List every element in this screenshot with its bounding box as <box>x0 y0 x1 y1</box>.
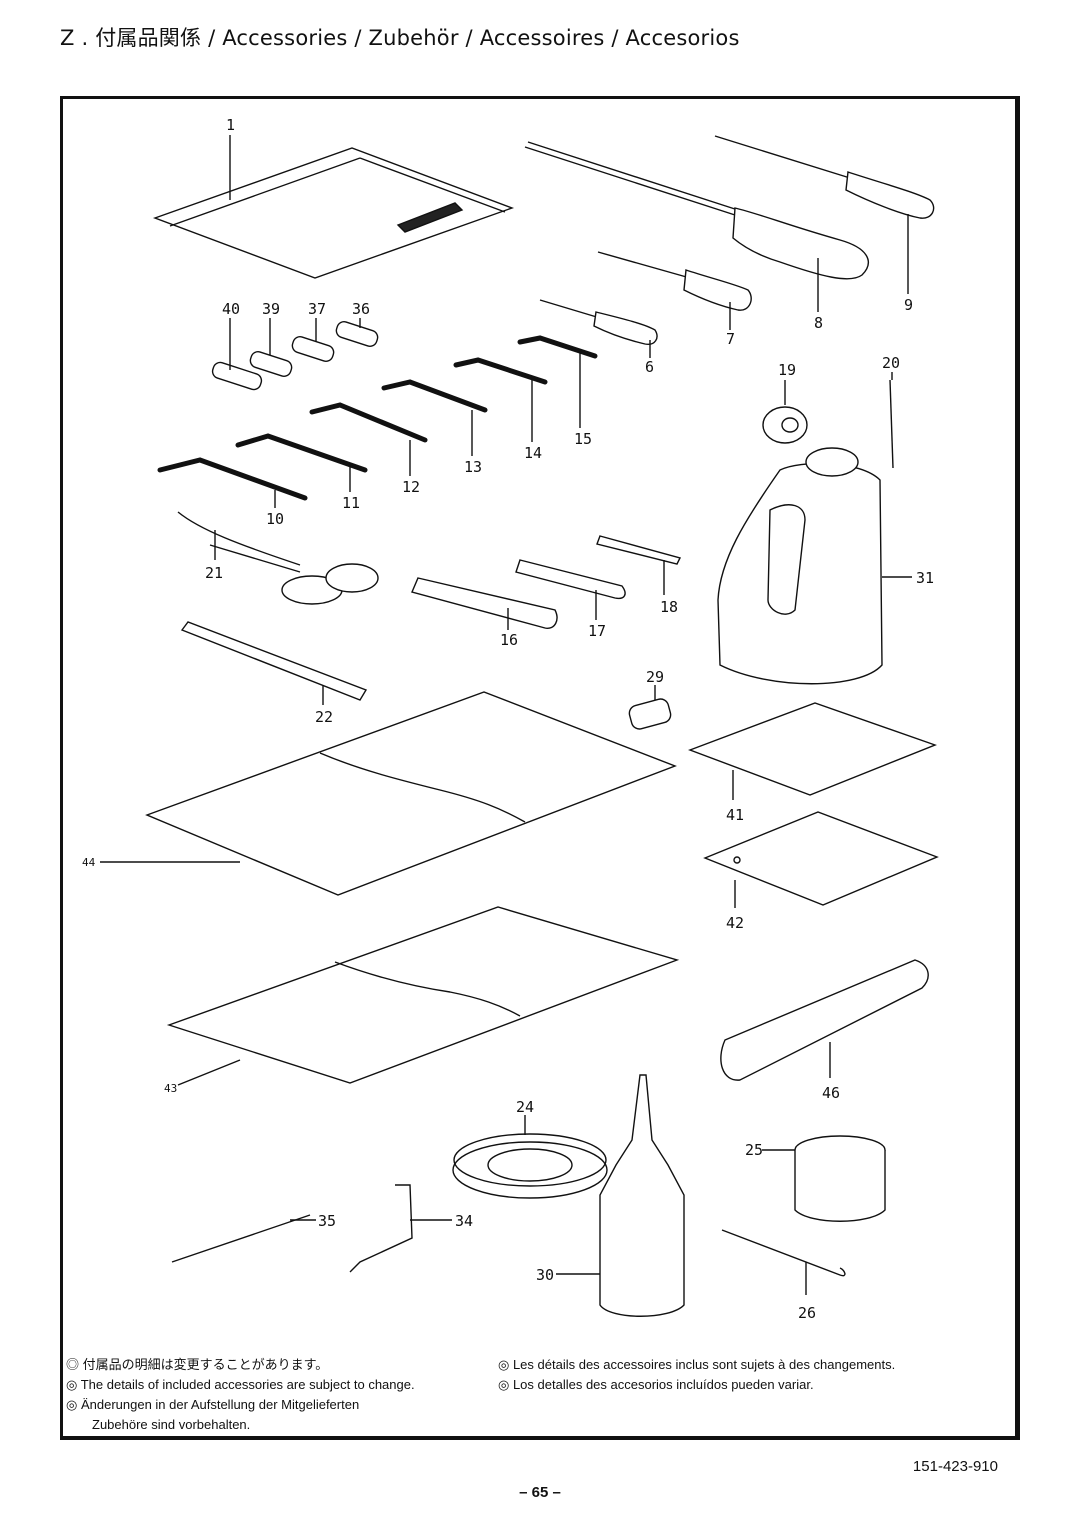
page-title: Z . 付属品関係 / Accessories / Zubehör / Acce… <box>60 26 740 50</box>
page-number: – 65 – <box>519 1484 561 1501</box>
bracket-drawing <box>171 1184 452 1273</box>
hook-drawing <box>721 1229 846 1295</box>
part-label-37: 37 <box>308 300 326 318</box>
part-label-31: 31 <box>916 569 934 587</box>
wrenches-drawing <box>411 535 682 630</box>
grease-can-drawing <box>762 1135 886 1222</box>
part-label-10: 10 <box>266 510 284 528</box>
part-label-21: 21 <box>205 564 223 582</box>
part-label-20: 20 <box>882 354 900 372</box>
illustration-frame <box>60 96 1020 1440</box>
part-label-42: 42 <box>726 914 744 932</box>
part-label-22: 22 <box>315 708 333 726</box>
part-label-34: 34 <box>455 1212 473 1230</box>
part-label-8: 8 <box>814 314 823 332</box>
part-label-35: 35 <box>318 1212 336 1230</box>
part-label-14: 14 <box>524 444 542 462</box>
part-label-39: 39 <box>262 300 280 318</box>
note-german-line1: ◎ Änderungen in der Aufstellung der Mitg… <box>66 1397 360 1412</box>
part-label-6: 6 <box>645 358 654 376</box>
part-label-9: 9 <box>904 296 913 314</box>
fuses-drawing <box>211 318 379 391</box>
part-label-26: 26 <box>798 1304 816 1322</box>
scissors-drawing <box>177 511 379 605</box>
pads-drawing <box>688 702 939 908</box>
part-label-12: 12 <box>402 478 420 496</box>
envelope-drawing <box>152 135 515 279</box>
part-label-44: 44 <box>82 856 96 869</box>
note-french: ◎ Les détails des accessoires inclus son… <box>498 1357 896 1372</box>
hex-keys-drawing <box>157 335 598 501</box>
note-german-line2: Zubehöre sind vorbehalten. <box>92 1417 251 1432</box>
part-labels: 1 6 7 8 9 10 11 12 13 14 15 16 17 18 19 … <box>82 116 934 1322</box>
bobbin-drawing <box>762 372 894 469</box>
screwdrivers-drawing <box>524 135 935 358</box>
part-label-40: 40 <box>222 300 240 318</box>
part-label-7: 7 <box>726 330 735 348</box>
part-label-15: 15 <box>574 430 592 448</box>
sheet-43-drawing <box>166 906 680 1086</box>
note-spanish: ◎ Los detalles des accesorios incluídos … <box>498 1377 814 1392</box>
part-label-17: 17 <box>588 622 606 640</box>
part-label-25: 25 <box>745 1141 763 1159</box>
note-english: ◎ The details of included accessories ar… <box>66 1377 415 1392</box>
part-label-19: 19 <box>778 361 796 379</box>
document-number: 151-423-910 <box>912 1458 998 1475</box>
part-label-24: 24 <box>516 1098 534 1116</box>
part-label-1: 1 <box>226 116 235 134</box>
tweezers-drawing <box>180 621 368 705</box>
part-label-41: 41 <box>726 806 744 824</box>
part-label-16: 16 <box>500 631 518 649</box>
part-label-29: 29 <box>646 668 664 686</box>
sheet-44-drawing <box>100 691 677 896</box>
oil-can-drawing <box>717 447 912 685</box>
part-label-30: 30 <box>536 1266 554 1284</box>
part-label-36: 36 <box>352 300 370 318</box>
hex-key-leaders <box>274 352 581 508</box>
part-label-18: 18 <box>660 598 678 616</box>
file-drawing <box>720 959 929 1081</box>
part-label-46: 46 <box>822 1084 840 1102</box>
oil-bottle-drawing <box>556 1074 685 1317</box>
part-label-43: 43 <box>164 1082 177 1095</box>
note-japanese: ◎ 付属品の明細は変更することがあります。 <box>66 1357 329 1372</box>
part-label-11: 11 <box>342 494 360 512</box>
spool-pin-drawing <box>628 685 672 730</box>
part-label-13: 13 <box>464 458 482 476</box>
ring-drawing <box>452 1115 608 1199</box>
